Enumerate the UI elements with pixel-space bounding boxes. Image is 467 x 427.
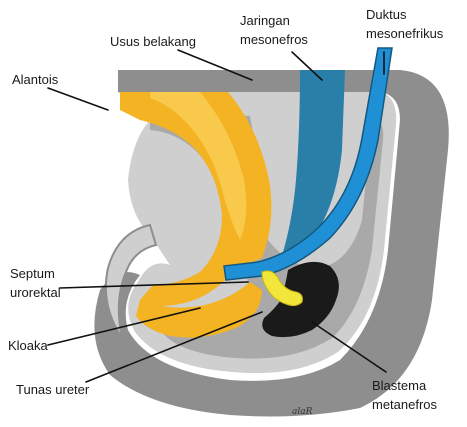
label-jaringan-line1: Jaringan bbox=[240, 13, 290, 28]
label-blastema-line1: Blastema bbox=[372, 378, 427, 393]
label-septum-line1: Septum bbox=[10, 266, 55, 281]
label-septum-line2: urorektal bbox=[10, 285, 61, 300]
label-duktus-line1: Duktus bbox=[366, 7, 407, 22]
label-tunas-ureter: Tunas ureter bbox=[16, 382, 90, 397]
label-usus-belakang: Usus belakang bbox=[110, 34, 196, 49]
artist-signature: alaR bbox=[292, 407, 313, 417]
label-duktus-line2: mesonefrikus bbox=[366, 26, 444, 41]
label-alantois: Alantois bbox=[12, 72, 59, 87]
label-blastema-line2: metanefros bbox=[372, 397, 438, 412]
leader-alantois bbox=[48, 88, 108, 110]
label-jaringan-line2: mesonefros bbox=[240, 32, 308, 47]
label-kloaka: Kloaka bbox=[8, 338, 49, 353]
